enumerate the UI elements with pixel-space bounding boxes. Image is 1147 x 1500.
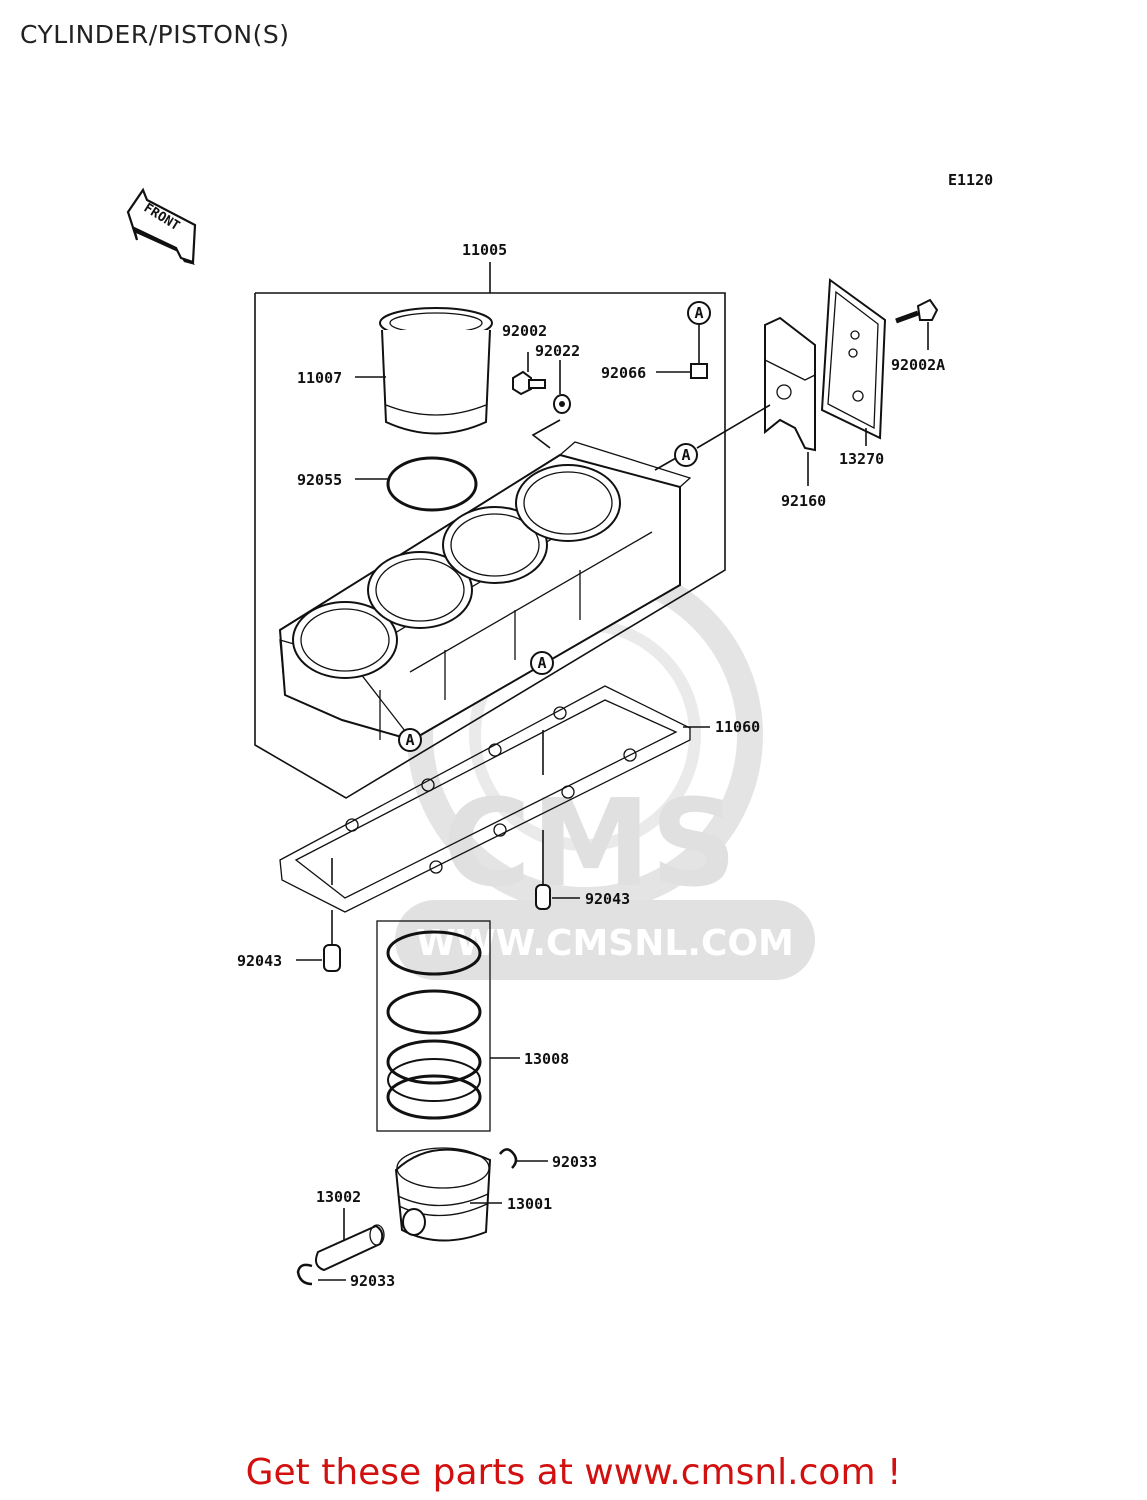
part-label-92033-a[interactable]: 92033 [552,1153,597,1171]
part-label-11007[interactable]: 11007 [297,369,342,387]
assembly-bracket-11005 [254,262,726,799]
svg-text:A: A [405,731,414,749]
svg-text:A: A [681,446,690,464]
part-label-92002A[interactable]: 92002A [891,356,945,374]
washer-part [553,394,571,414]
part-label-11005[interactable]: 11005 [462,241,507,259]
piston-ring-set-part [376,920,491,1132]
bolt-part-2 [895,298,939,324]
circlip-part [499,1148,518,1169]
diagram-code: E1120 [948,171,993,189]
part-label-92160[interactable]: 92160 [781,492,826,510]
dowel-pin-part-2 [323,910,341,972]
plug-part [690,323,708,379]
part-label-92066[interactable]: 92066 [601,364,646,382]
cylinder-gasket-part [279,685,691,913]
leader-lines [296,322,929,1281]
part-label-13270[interactable]: 13270 [839,450,884,468]
part-label-92055[interactable]: 92055 [297,471,342,489]
cylinder-block-part [278,441,692,742]
piston-part [394,1147,492,1242]
circlip-part-2 [296,1263,313,1286]
part-label-92043-a[interactable]: 92043 [585,890,630,908]
cover-part [820,278,887,440]
part-label-92002[interactable]: 92002 [502,322,547,340]
part-label-92033-b[interactable]: 92033 [350,1272,395,1290]
bolt-part [512,370,546,396]
watermark-brand: CMS [443,775,737,914]
svg-text:A: A [537,654,546,672]
piston-pin-part [315,1224,385,1272]
svg-text:A: A [694,304,703,322]
parts-diagram: CMS WWW.CMSNL.COM E1120 FRONT [126,171,993,1290]
part-label-13002[interactable]: 13002 [316,1188,361,1206]
dowel-pin-part [535,830,551,910]
ref-marker-a-3: A [530,651,554,675]
ref-marker-a-1: A [687,301,711,325]
part-label-11060[interactable]: 11060 [715,718,760,736]
front-arrow-icon: FRONT [126,187,197,265]
part-label-13001[interactable]: 13001 [507,1195,552,1213]
part-label-92043-b[interactable]: 92043 [237,952,282,970]
o-ring-part [386,456,478,512]
cover-plate-part [764,316,816,452]
footer-cta-link[interactable]: Get these parts at www.cmsnl.com ! [245,1452,902,1493]
page-title: CYLINDER/PISTON(S) [20,20,290,49]
ref-marker-a-2: A [674,443,698,467]
ref-marker-a-4: A [398,728,422,752]
part-label-92022[interactable]: 92022 [535,342,580,360]
part-label-13008[interactable]: 13008 [524,1050,569,1068]
cylinder-sleeve-part [379,307,493,435]
